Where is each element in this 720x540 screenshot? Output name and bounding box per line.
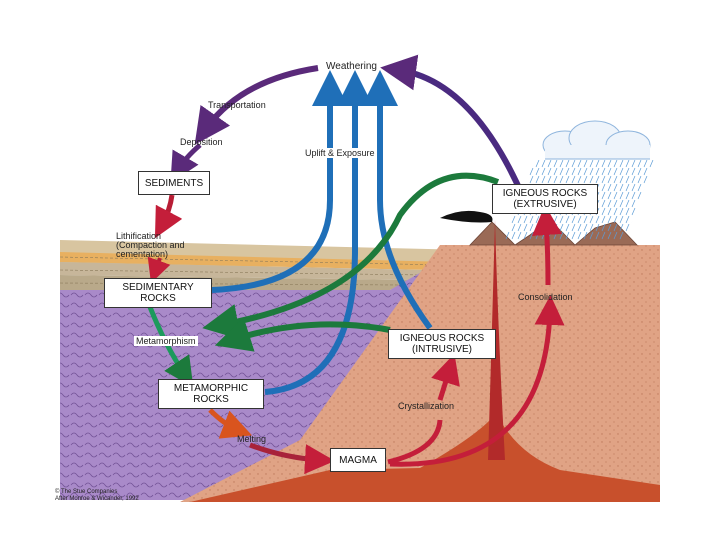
arrow-magma-to-crystallization [387,419,443,465]
arrow-uplift-sedimentary [211,70,348,293]
credit-line-1: © The Stue Companies [55,489,118,495]
intrusive-label-line-1: IGNEOUS ROCKS [399,333,485,344]
label-crystallization: Crystallization [398,401,455,411]
lithification-line-2: (Compaction and [116,240,185,250]
box-sediments: SEDIMENTS [138,171,210,195]
arrow-melting-to-magma [249,442,335,475]
intrusive-label-line-2: (INTRUSIVE) [412,344,472,355]
sediments-label: SEDIMENTS [144,177,204,189]
label-transportation: Transportation [208,100,266,110]
box-metamorphic-rocks: METAMORPHIC ROCKS [158,379,264,409]
box-igneous-intrusive: IGNEOUS ROCKS (INTRUSIVE) [388,329,496,359]
label-lithification: Lithification (Compaction and cementatio… [116,232,185,259]
lithification-line-1: Lithification [116,231,162,241]
label-melting: Melting [237,434,267,444]
credit-text: © The Stue Companies After Monroe & Wica… [55,489,139,503]
extrusive-label-line-1: IGNEOUS ROCKS [502,188,588,199]
extrusive-label-line-2: (EXTRUSIVE) [513,199,577,210]
arrow-uplift-intrusive [362,70,433,330]
lithification-line-3: cementation) [116,249,169,259]
credit-line-2: After Monroe & Wicander, 1992 [55,496,139,502]
arrow-weathering-to-transportation [194,65,319,145]
arrow-sediments-to-lithification [154,194,183,239]
arrow-magma-to-consolidation [389,295,565,467]
arrow-uplift-metamorphic [264,70,373,395]
arrow-extrusive-to-metamorphism [202,172,500,340]
label-deposition: Deposition [180,137,223,147]
sedimentary-label-line-2: ROCKS [140,293,176,304]
sedimentary-label-line-1: SEDIMENTARY [122,282,194,293]
box-magma: MAGMA [330,448,386,472]
label-uplift: Uplift & Exposure [305,148,375,158]
magma-dyke [488,220,505,460]
arrow-extrusive-to-weathering [380,54,523,192]
label-weathering: Weathering [326,61,377,72]
label-consolidation: Consolidation [518,292,573,302]
metamorphic-label-line-2: ROCKS [193,394,229,405]
arrow-crystallization-to-intrusive [431,353,460,401]
arrow-deposition-to-sediments [170,143,202,183]
box-sedimentary-rocks: SEDIMENTARY ROCKS [104,278,212,308]
box-igneous-extrusive: IGNEOUS ROCKS (EXTRUSIVE) [492,184,598,214]
label-metamorphism: Metamorphism [134,336,198,346]
magma-chamber [190,380,660,502]
metamorphic-label-line-1: METAMORPHIC [173,383,249,394]
rain-cloud-icon [505,120,655,240]
arrow-lithification-to-sedimentary [147,256,171,284]
volcanic-plume [440,210,493,223]
arrow-intrusive-to-metamorphism [214,317,391,352]
arrow-consolidation-to-extrusive [532,205,562,286]
arrow-metamorphic-to-melting [208,408,252,439]
magma-label: MAGMA [339,454,377,466]
